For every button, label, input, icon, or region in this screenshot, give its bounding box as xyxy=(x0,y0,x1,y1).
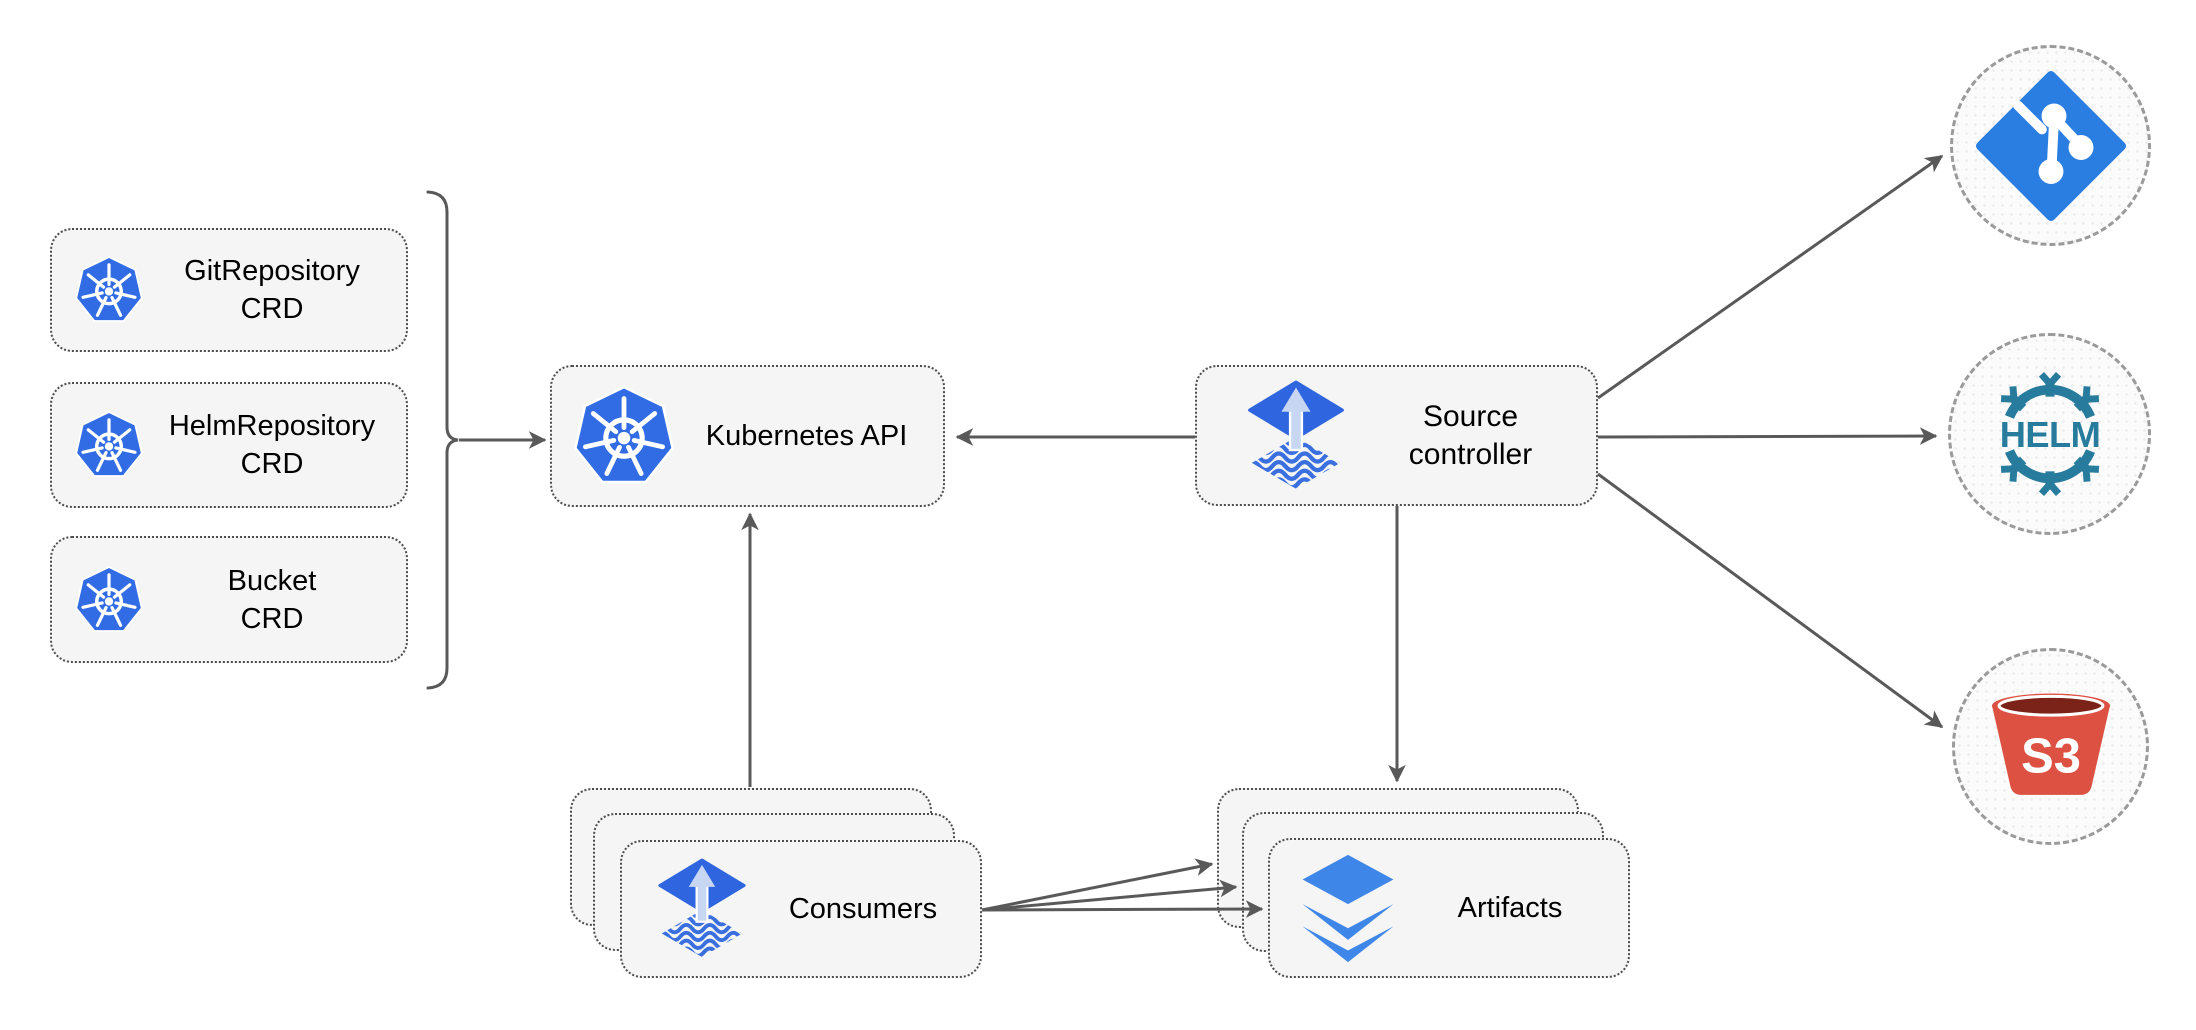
flux-icon xyxy=(652,858,752,960)
crd-type: CRD xyxy=(240,448,304,480)
s3-bucket-icon: S3 xyxy=(1991,693,2110,795)
crd-type: CRD xyxy=(240,293,304,325)
external-helm-repository: HELM xyxy=(1948,333,2151,535)
arrow-consumers-to-artifacts-1 xyxy=(981,858,1214,912)
node-source-controller-label: Source controller xyxy=(1351,398,1596,474)
node-artifacts: Artifacts xyxy=(1268,838,1630,978)
kubernetes-icon xyxy=(74,564,144,633)
kubernetes-icon xyxy=(74,255,144,323)
source-controller-line1: Source xyxy=(1422,399,1519,433)
kubernetes-icon xyxy=(74,410,144,478)
flux-icon xyxy=(1241,380,1351,492)
s3-icon-text: S3 xyxy=(2021,729,2081,783)
arrow-source-controller-to-git xyxy=(1597,154,1944,400)
external-git-repository xyxy=(1950,45,2151,246)
node-source-controller: Source controller xyxy=(1195,365,1598,506)
node-gitrepository-crd-label: GitRepository CRD xyxy=(144,252,406,328)
source-controller-line2: controller xyxy=(1408,437,1533,471)
node-consumers-label: Consumers xyxy=(788,893,938,925)
node-helmrepository-crd-label: HelmRepository CRD xyxy=(144,407,406,483)
node-consumers: Consumers xyxy=(620,840,982,978)
node-artifacts-label: Artifacts xyxy=(1457,892,1563,924)
node-bucket-crd-label: Bucket CRD xyxy=(144,562,406,638)
crd-type: CRD xyxy=(240,602,304,635)
helm-icon: HELM xyxy=(1999,371,2100,497)
git-icon xyxy=(1975,70,2126,221)
helm-icon-text: HELM xyxy=(1999,414,2100,455)
node-helmrepository-crd: HelmRepository CRD xyxy=(50,382,408,508)
arrow-source-controller-to-helm xyxy=(1597,427,1938,445)
crd-name: GitRepository xyxy=(184,255,360,287)
kubernetes-icon xyxy=(572,384,676,488)
arrow-source-controller-to-s3 xyxy=(1597,472,1944,729)
crd-name: HelmRepository xyxy=(168,410,376,442)
arrow-consumers-to-artifacts-2 xyxy=(981,879,1238,912)
node-bucket-crd: Bucket CRD xyxy=(50,536,408,663)
external-s3-bucket: S3 xyxy=(1952,648,2149,845)
node-gitrepository-crd: GitRepository CRD xyxy=(50,228,408,352)
layers-icon xyxy=(1302,854,1394,963)
crd-group-bracket xyxy=(426,190,459,690)
node-kubernetes-api: Kubernetes API xyxy=(550,365,945,507)
crd-name: Bucket xyxy=(227,564,317,597)
node-kubernetes-api-label: Kubernetes API xyxy=(705,420,908,452)
